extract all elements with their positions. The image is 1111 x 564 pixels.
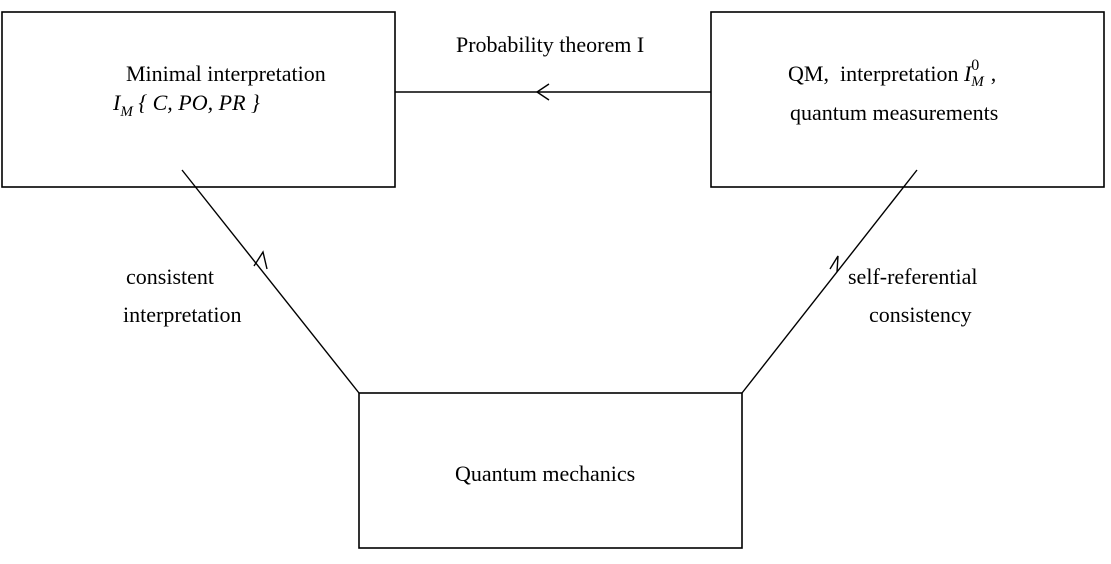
qm-prefix: QM,: [788, 61, 829, 86]
qm-interpretation-word: interpretation: [839, 61, 959, 86]
symbol-i-zero: I: [963, 61, 972, 86]
consistent-label-line2: interpretation: [123, 302, 242, 327]
symbol-subscript: M: [971, 74, 984, 90]
probability-theorem-label: Probability theorem I: [456, 32, 645, 57]
arrowhead-probability: [535, 83, 550, 101]
self-referential-label-line2: consistency: [869, 302, 972, 327]
qm-suffix: ,: [990, 61, 997, 86]
minimal-interpretation-formula: IM { C, PO, PR }: [113, 88, 260, 121]
box-quantum-mechanics: [358, 392, 743, 549]
edge-consistent-interpretation: [181, 169, 360, 394]
symbol-i: I: [113, 90, 121, 115]
minimal-interpretation-title: Minimal interpretation: [126, 61, 326, 86]
arrowhead-consistent: [253, 250, 268, 270]
arrowhead-self-referential: [829, 255, 839, 273]
symbol-superscript: 0: [971, 57, 980, 74]
box-minimal-interpretation: [1, 11, 396, 188]
self-referential-label-line1: self-referential: [848, 264, 978, 289]
edge-self-referential: [741, 169, 918, 394]
qm-interpretation-line2: quantum measurements: [790, 100, 999, 125]
consistent-label-line1: consistent: [126, 264, 214, 289]
set-c-po-pr: { C, PO, PR }: [138, 90, 260, 115]
symbol-i-subscript: M: [120, 104, 133, 120]
box-qm-interpretation: [710, 11, 1105, 188]
quantum-mechanics-title: Quantum mechanics: [455, 461, 636, 486]
